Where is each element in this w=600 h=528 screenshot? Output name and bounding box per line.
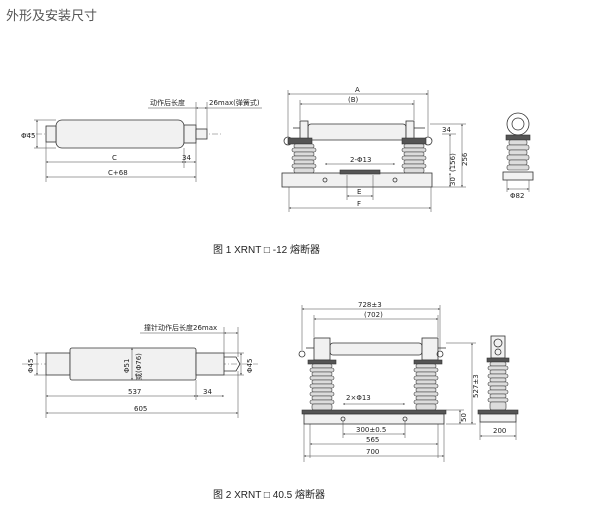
fig1-dia45: Φ45 xyxy=(21,132,35,140)
fig2-dim-537: 537 xyxy=(128,388,141,396)
fig1-dim-34: 34 xyxy=(182,154,191,162)
fig1-holes: 2-Φ13 xyxy=(350,156,371,164)
fig1-side-dia82: Φ82 xyxy=(510,192,524,200)
fig2-dim-702: (702) xyxy=(364,311,383,319)
fig2-front-view xyxy=(298,305,476,462)
fig1-caption: 图 1 XRNT □ -12 熔断器 xyxy=(213,245,320,256)
fig1-dim-30: 30 xyxy=(449,177,457,186)
fig2-dim-728: 728±3 xyxy=(358,301,382,309)
fig1-fuse-view xyxy=(25,102,262,182)
fig2-dim-565: 565 xyxy=(366,436,379,444)
fig2-dim-300: 300±0.5 xyxy=(356,426,386,434)
fig2-dia76: 或(Φ76) xyxy=(134,353,143,380)
fig2-dim-34: 34 xyxy=(203,388,212,396)
fig2-side-view xyxy=(477,335,519,440)
fig2-caption: 图 2 XRNT □ 40.5 熔断器 xyxy=(213,490,325,501)
fig2-dim-50: 50 xyxy=(460,413,468,422)
fig1-front-view xyxy=(281,90,466,212)
fig2-travel-label: 撞针动作后长度26max xyxy=(144,323,217,332)
fig2-side-dim-200: 200 xyxy=(493,427,506,435)
fig1-dim-b: (B) xyxy=(348,96,359,104)
fig2-dim-605: 605 xyxy=(134,405,147,413)
fig2-dia45-left: Φ45 xyxy=(27,359,35,373)
fig2-fuse-view xyxy=(22,327,258,418)
fig1-dim-34-right: 34 xyxy=(442,126,451,134)
fig1-dim-256: 256 xyxy=(461,152,469,166)
fig1-dim-e: E xyxy=(357,188,361,196)
page-title: 外形及安装尺寸 xyxy=(6,8,98,23)
fig2-holes: 2×Φ13 xyxy=(346,394,371,402)
fig1-stroke-label: 26max(弹簧式) xyxy=(209,98,260,107)
fig1-dim-a: A xyxy=(355,86,360,94)
fig1-travel-label: 动作后长度 xyxy=(150,98,185,107)
fig1-dim-156: (156) xyxy=(449,153,457,172)
fig2-dia45-right: Φ45 xyxy=(246,359,254,373)
fig1-dim-f: F xyxy=(357,200,361,208)
fig1-dim-c: C xyxy=(112,154,117,162)
fig1-side-view xyxy=(502,112,534,192)
fig2-dim-527: 527±3 xyxy=(472,374,480,398)
fig1-dim-c68: C+68 xyxy=(108,169,128,177)
fig2-dia51: Φ51 xyxy=(123,359,131,373)
fig2-dim-700: 700 xyxy=(366,448,379,456)
